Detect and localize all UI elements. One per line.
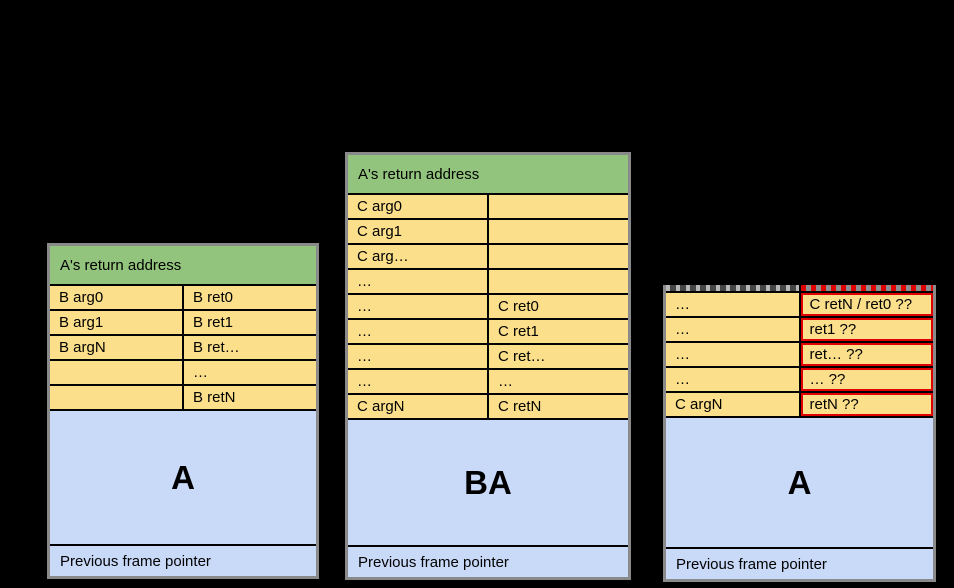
ret-cell: C ret1 <box>489 320 628 343</box>
ret-cell-overwritten: C retN / ret0 ?? <box>800 293 933 316</box>
ret-cell: C ret0 <box>489 295 628 318</box>
arg-cell: … <box>348 345 487 368</box>
ret-cell-overwritten: retN ?? <box>800 393 933 416</box>
ret-cell: C ret… <box>489 345 628 368</box>
frame-region: BA <box>348 420 628 545</box>
arg-cell: B arg0 <box>50 286 182 309</box>
return-address-header: A's return address <box>348 155 628 193</box>
ret-cell-overwritten: ret1 ?? <box>800 318 933 341</box>
frame-region: A <box>666 418 933 547</box>
ret-cell: … <box>184 361 316 384</box>
dashed-black-segment <box>666 285 799 291</box>
table-row: … C ret… <box>348 345 628 368</box>
arg-cell: C arg1 <box>348 220 487 243</box>
ret-cell <box>489 270 628 293</box>
stack-frame-table-left: A's return address B arg0 B ret0 B arg1 … <box>47 243 319 579</box>
arg-cell: … <box>348 295 487 318</box>
table-row: … C retN / ret0 ?? <box>666 293 933 316</box>
arg-cell: … <box>348 270 487 293</box>
arg-cell <box>50 361 182 384</box>
ret-cell: … <box>489 370 628 393</box>
ret-cell: B ret… <box>184 336 316 359</box>
arg-cell: B arg1 <box>50 311 182 334</box>
table-row: C arg… <box>348 245 628 268</box>
table-row: … ret1 ?? <box>666 318 933 341</box>
arg-cell <box>50 386 182 409</box>
previous-frame-pointer: Previous frame pointer <box>50 546 316 576</box>
frame-label: A <box>787 463 812 501</box>
table-row: B retN <box>50 386 316 409</box>
ret-cell: B retN <box>184 386 316 409</box>
arg-cell: … <box>348 370 487 393</box>
table-row: B arg1 B ret1 <box>50 311 316 334</box>
table-row: C arg0 <box>348 195 628 218</box>
arg-cell: C argN <box>666 393 799 416</box>
dashed-red-segment <box>800 285 933 291</box>
arg-cell: … <box>666 293 799 316</box>
stack-frame-table-right: … C retN / ret0 ?? … ret1 ?? … ret… ?? …… <box>663 285 936 582</box>
frame-label: A <box>171 458 195 496</box>
frame-label: BA <box>464 463 512 501</box>
arg-cell: … <box>666 343 799 366</box>
dashed-top-border <box>666 285 933 291</box>
arg-cell: B argN <box>50 336 182 359</box>
ret-cell: C retN <box>489 395 628 418</box>
stack-frame-table-middle: A's return address C arg0 C arg1 C arg… … <box>345 152 631 580</box>
ret-cell <box>489 245 628 268</box>
arg-cell: C arg0 <box>348 195 487 218</box>
table-row: … C ret0 <box>348 295 628 318</box>
table-row: C argN C retN <box>348 395 628 418</box>
ret-cell: B ret1 <box>184 311 316 334</box>
table-row: … … <box>348 370 628 393</box>
frame-region: A <box>50 411 316 544</box>
previous-frame-pointer: Previous frame pointer <box>348 547 628 577</box>
table-row: B arg0 B ret0 <box>50 286 316 309</box>
table-row: … <box>50 361 316 384</box>
table-row: B argN B ret… <box>50 336 316 359</box>
previous-frame-pointer: Previous frame pointer <box>666 549 933 579</box>
table-row: … … ?? <box>666 368 933 391</box>
ret-cell <box>489 195 628 218</box>
table-row: C argN retN ?? <box>666 393 933 416</box>
arg-cell: C arg… <box>348 245 487 268</box>
ret-cell <box>489 220 628 243</box>
arg-cell: … <box>666 318 799 341</box>
table-row: C arg1 <box>348 220 628 243</box>
table-row: … C ret1 <box>348 320 628 343</box>
ret-cell: B ret0 <box>184 286 316 309</box>
arg-cell: C argN <box>348 395 487 418</box>
table-row: … ret… ?? <box>666 343 933 366</box>
ret-cell-overwritten: … ?? <box>800 368 933 391</box>
arg-cell: … <box>666 368 799 391</box>
return-address-header: A's return address <box>50 246 316 284</box>
table-row: … <box>348 270 628 293</box>
arg-cell: … <box>348 320 487 343</box>
ret-cell-overwritten: ret… ?? <box>800 343 933 366</box>
